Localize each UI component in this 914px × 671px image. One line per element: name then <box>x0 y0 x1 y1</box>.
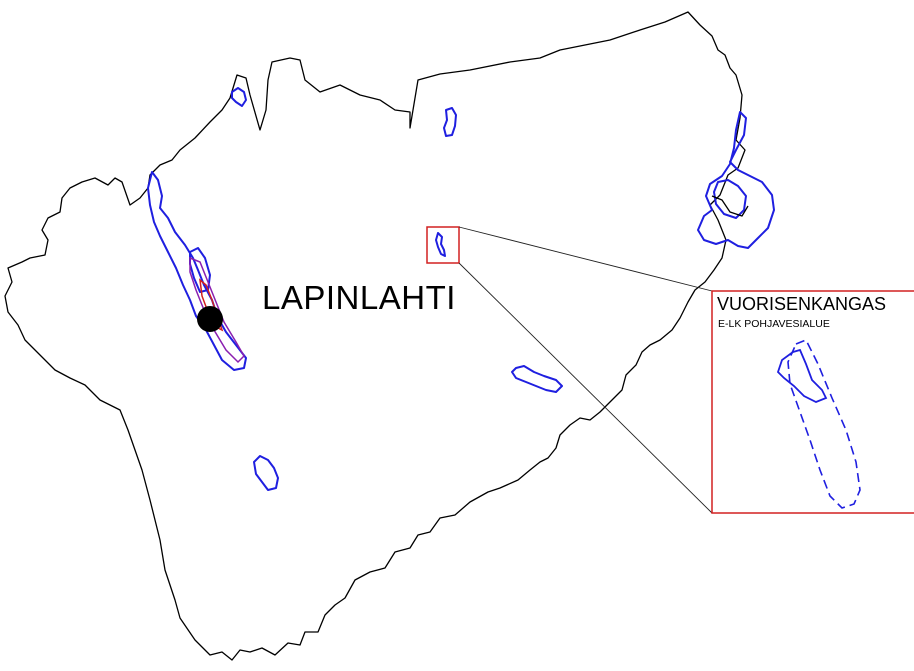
inset-panel <box>711 290 914 514</box>
groundwater-area-north-small <box>231 87 247 107</box>
leader-line-bottom <box>458 262 713 514</box>
protection-zone-esker <box>189 256 245 364</box>
municipality-label: LAPINLAHTI <box>262 279 456 316</box>
groundwater-area-south <box>253 455 279 491</box>
red-area-esker <box>199 278 224 332</box>
inset-groundwater-area <box>776 348 828 403</box>
groundwater-area-north-center <box>443 107 457 137</box>
leader-line-top <box>458 226 713 292</box>
groundwater-area-east-cluster-inner <box>713 179 747 219</box>
inset-title: VUORISENKANGAS <box>717 294 887 314</box>
inset-subtitle: E-LK POHJAVESIALUE <box>718 318 830 330</box>
groundwater-area-south-east <box>511 365 563 393</box>
boundary-segment-east <box>711 195 749 217</box>
groundwater-area-esker-west <box>147 171 247 371</box>
groundwater-area-vuorisenkangas <box>435 232 446 257</box>
municipality-boundary <box>4 11 746 661</box>
highlight-frame <box>426 226 460 264</box>
location-marker <box>197 306 223 332</box>
groundwater-area-east-cluster <box>697 111 775 249</box>
